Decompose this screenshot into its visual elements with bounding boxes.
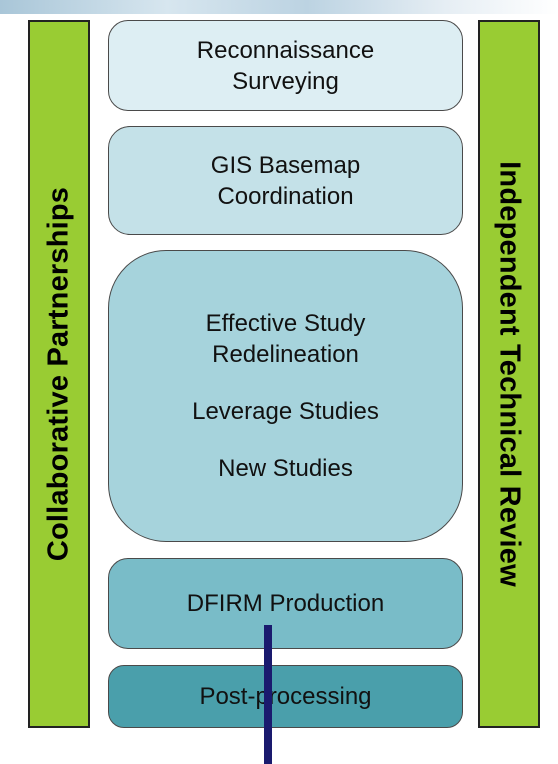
stage-dfirm-production: DFIRM Production xyxy=(108,558,463,649)
stage-label-line: Redelineation xyxy=(212,341,359,368)
stage-label-line: Reconnaissance xyxy=(196,36,375,64)
independent-technical-review-bar: Independent Technical Review xyxy=(478,20,540,728)
stage-studies: Effective Study Redelineation Leverage S… xyxy=(108,250,463,542)
stage-label-line: Effective Study xyxy=(205,310,366,337)
stage-label-line: Leverage Studies xyxy=(192,398,379,425)
collaborative-partnerships-label: Collaborative Partnerships xyxy=(42,186,75,562)
progress-pointer-line xyxy=(264,625,272,764)
stage-gis-basemap-coordination: GIS Basemap Coordination xyxy=(108,126,463,235)
stage-label-line: Surveying xyxy=(232,67,339,95)
stage-label-line: Coordination xyxy=(217,182,354,210)
stage-label-line: New Studies xyxy=(218,455,353,482)
stage-label-line: Post-processing xyxy=(199,683,372,710)
stage-label-line: GIS Basemap xyxy=(210,151,361,179)
stage-label-line: DFIRM Production xyxy=(186,590,385,617)
stage-reconnaissance-surveying: Reconnaissance Surveying xyxy=(108,20,463,111)
independent-technical-review-label: Independent Technical Review xyxy=(493,161,526,587)
collaborative-partnerships-bar: Collaborative Partnerships xyxy=(28,20,90,728)
stage-post-processing: Post-processing xyxy=(108,665,463,728)
header-decoration-band xyxy=(0,0,558,14)
